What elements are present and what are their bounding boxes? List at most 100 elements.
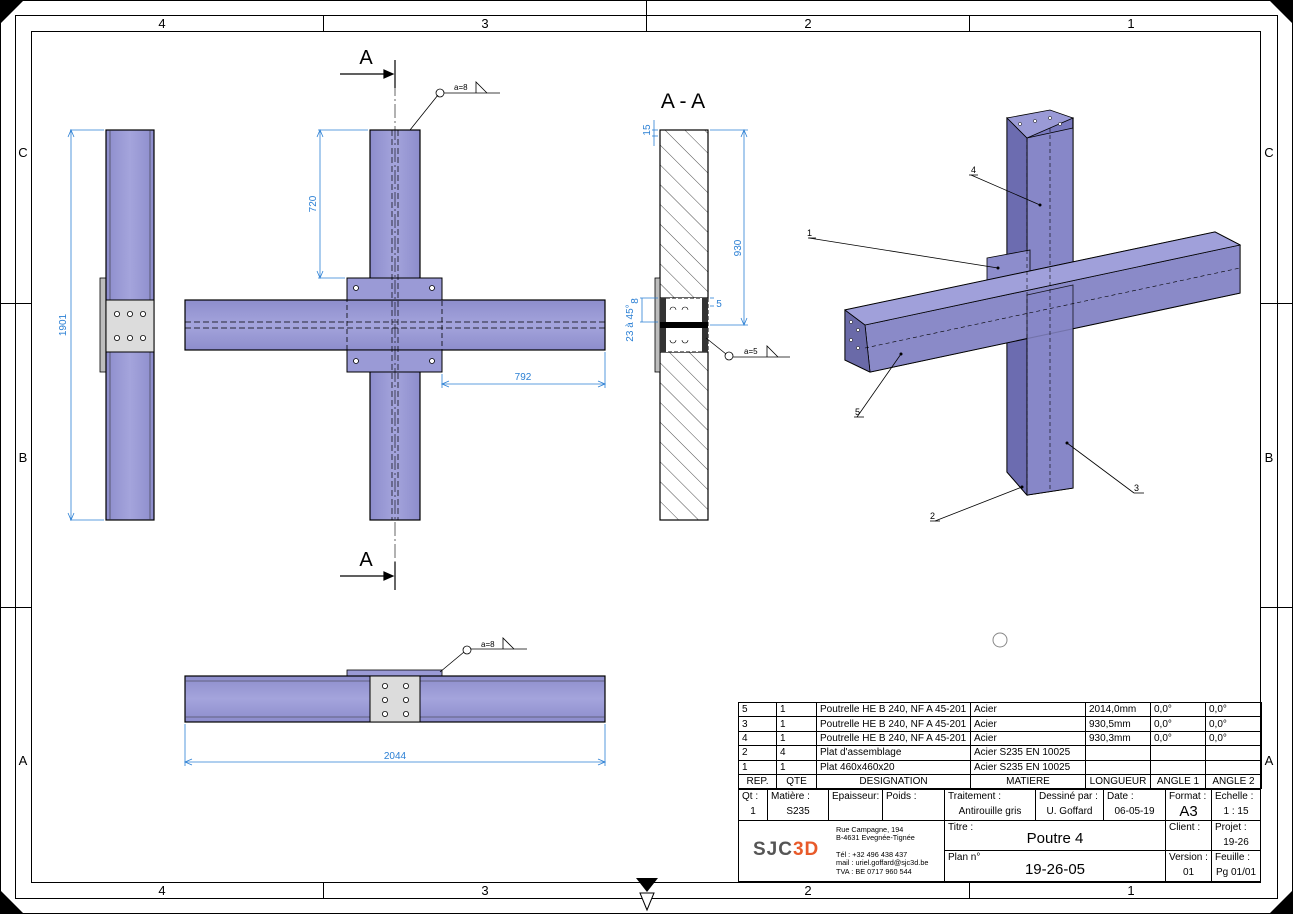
tb-echelle: Echelle : 1 : 15 (1211, 789, 1261, 821)
balloon-4: 4 (971, 165, 976, 175)
side-view: 1901 (58, 128, 155, 522)
tb-qt: Qt : 1 (738, 789, 768, 821)
tb-feuille-value: Pg 01/01 (1215, 867, 1257, 878)
bom-designation: Plat 460x460x20 (816, 759, 971, 775)
tb-epaisseur-label: Epaisseur: (832, 791, 880, 802)
bom-angle2 (1205, 759, 1262, 775)
col-label-bottom: 4 (158, 883, 165, 898)
top-view: a=8 2044 (183, 637, 607, 766)
dim-8: 8 (630, 298, 641, 304)
tb-feuille: Feuille : Pg 01/01 (1211, 850, 1261, 882)
weld-a5: a=5 (744, 347, 758, 356)
corner-mark-br (1269, 890, 1293, 914)
dim-2044: 2044 (384, 751, 407, 762)
centering-mark (636, 878, 658, 892)
dim-15: 15 (642, 124, 653, 136)
balloon-1: 1 (807, 228, 812, 238)
col-label-top: 2 (804, 16, 811, 31)
centering-mark-outline (639, 892, 655, 912)
bom-matiere: Acier S235 EN 10025 (970, 745, 1086, 761)
bom-row: 1 1 Plat 460x460x20 Acier S235 EN 10025 (738, 759, 1262, 775)
dim-792: 792 (515, 372, 532, 383)
address-line: Tél : +32 496 438 437 (836, 849, 908, 859)
bom-angle1 (1150, 759, 1206, 775)
bom-header-rep: REP. (738, 773, 777, 790)
bom-angle2: 0,0° (1205, 701, 1262, 718)
bom-angle1 (1150, 745, 1206, 761)
bom-header-angle2: ANGLE 2 (1205, 773, 1262, 790)
weld-a8-top: a=8 (481, 640, 495, 649)
row-label-right: A (1265, 753, 1274, 768)
bom-angle1: 0,0° (1150, 716, 1206, 732)
dim-chamfer: 23 à 45° (625, 304, 636, 341)
bom-qte: 1 (776, 701, 817, 718)
bom-angle2 (1205, 745, 1262, 761)
bom-longueur (1085, 745, 1151, 761)
bom-header-qte: QTE (776, 773, 817, 790)
bom-rep: 5 (738, 701, 777, 718)
bom-header-designation: DESIGNATION (816, 773, 971, 790)
tb-titre-value: Poutre 4 (1026, 830, 1084, 847)
col-label-top: 3 (481, 16, 488, 31)
tb-epaisseur: Epaisseur: (828, 789, 883, 821)
corner-mark-tr (1269, 0, 1293, 24)
tb-matiere-value: S235 (786, 806, 810, 817)
corner-mark-tl (0, 0, 24, 24)
weld-a8-front: a=8 (454, 83, 468, 92)
bom-rep: 3 (738, 716, 777, 732)
col-label-top: 4 (158, 16, 165, 31)
bom-rep: 4 (738, 730, 777, 747)
tb-traitement: Traitement : Antirouille gris (944, 789, 1036, 821)
bom-angle1: 0,0° (1150, 730, 1206, 747)
bom-row: 3 1 Poutrelle HE B 240, NF A 45-201 Acie… (738, 716, 1262, 732)
bom-designation: Poutrelle HE B 240, NF A 45-201 (816, 701, 971, 718)
bom-row: 4 1 Poutrelle HE B 240, NF A 45-201 Acie… (738, 730, 1262, 747)
tb-version-label: Version : (1169, 852, 1208, 863)
col-label-bottom: 3 (481, 883, 488, 898)
tb-feuille-label: Feuille : (1215, 852, 1251, 863)
bom-qte: 1 (776, 716, 817, 732)
bom-angle1: 0,0° (1150, 701, 1206, 718)
tb-echelle-value: 1 : 15 (1223, 806, 1249, 817)
tb-format: Format : A3 (1165, 789, 1212, 821)
tb-format-value: A3 (1179, 803, 1198, 820)
bom-qte: 1 (776, 759, 817, 775)
bom-matiere: Acier (970, 730, 1086, 747)
tb-titre: Titre : Poutre 4 (944, 820, 1166, 851)
tb-projet-value: 19-26 (1223, 837, 1249, 848)
bom-longueur (1085, 759, 1151, 775)
tb-traitement-label: Traitement : (948, 791, 1001, 802)
tb-version-value: 01 (1182, 867, 1195, 878)
dim-1901: 1901 (58, 313, 69, 336)
tb-client: Client : (1165, 820, 1212, 851)
tb-qt-label: Qt : (742, 791, 759, 802)
dim-720: 720 (308, 195, 319, 212)
row-label-left: B (19, 450, 28, 465)
tb-plan: Plan n° 19-26-05 (944, 850, 1166, 882)
company-logo: SJC3D (753, 839, 820, 860)
tb-qt-value: 1 (750, 806, 756, 817)
front-view: A A a=8 720 792 (184, 47, 607, 590)
tb-dessine-value: U. Goffard (1046, 806, 1093, 817)
address-line: Rue Campagne, 194 (836, 825, 904, 834)
tb-dessine-label: Dessiné par : (1039, 791, 1098, 802)
iso-view: 1 2 3 4 5 (807, 109, 1242, 522)
tb-projet: Projet : 19-26 (1211, 820, 1261, 851)
bom-longueur: 930,3mm (1085, 730, 1151, 747)
tb-plan-value: 19-26-05 (1024, 861, 1086, 878)
col-label-bottom: 1 (1127, 883, 1134, 898)
section-view: A - A 15 930 8 5 23 à 45° (625, 90, 790, 521)
bom-matiere: Acier S235 EN 10025 (970, 759, 1086, 775)
bom-header-angle1: ANGLE 1 (1150, 773, 1206, 790)
dim-930: 930 (733, 239, 744, 256)
bom-matiere: Acier (970, 701, 1086, 718)
bom-row: 5 1 Poutrelle HE B 240, NF A 45-201 Acie… (738, 701, 1262, 718)
bom-rep: 2 (738, 745, 777, 761)
row-label-right: B (1265, 450, 1274, 465)
dim-5: 5 (716, 299, 722, 310)
tb-matiere-label: Matière : (771, 791, 810, 802)
bom-rep: 1 (738, 759, 777, 775)
company-address: Rue Campagne, 194 B-4631 Evegnée-Tignée … (836, 825, 928, 876)
bill-of-materials: 5 1 Poutrelle HE B 240, NF A 45-201 Acie… (738, 701, 1262, 882)
